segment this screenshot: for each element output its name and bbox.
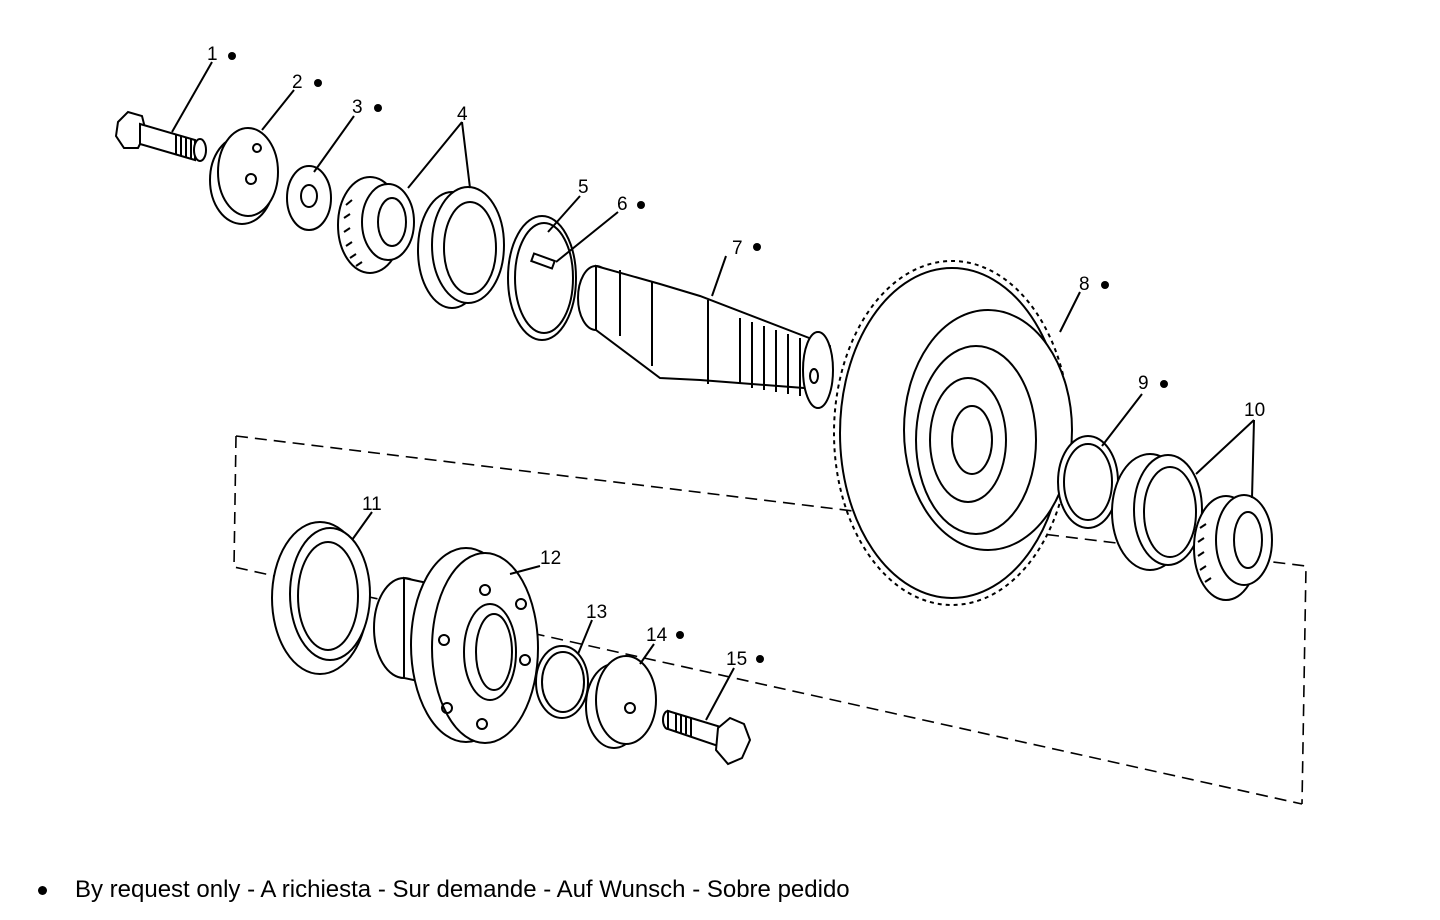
request-dot-9	[1160, 380, 1168, 388]
label-6: 6	[617, 194, 628, 215]
label-13: 13	[586, 602, 607, 623]
leader-lines	[171, 61, 1255, 721]
request-dot-14	[676, 631, 684, 639]
part-labels: 1 2 3 4 5 6 7 8 9 10 11 12 13 14 15	[207, 44, 1265, 670]
label-1: 1	[207, 44, 218, 65]
part-bearing-10	[1111, 453, 1273, 601]
legend-dot-icon	[38, 885, 47, 895]
part-key-6	[530, 252, 556, 270]
label-9: 9	[1138, 373, 1149, 394]
label-5: 5	[578, 177, 589, 198]
part-bearing-4	[337, 176, 505, 309]
part-bolt-1	[114, 110, 207, 162]
part-oring-13	[535, 645, 589, 719]
label-12: 12	[540, 548, 561, 569]
label-2: 2	[292, 72, 303, 93]
legend-footer: By request only - A richiesta - Sur dema…	[38, 876, 850, 904]
part-washer-14	[585, 655, 657, 749]
label-8: 8	[1079, 274, 1090, 295]
label-10: 10	[1244, 400, 1265, 421]
request-dot-15	[756, 655, 764, 663]
part-seal-11	[271, 521, 371, 675]
part-shim-9	[1057, 435, 1119, 529]
request-dot-1	[228, 52, 236, 60]
part-flange-12	[373, 547, 539, 744]
legend-text: By request only - A richiesta - Sur dema…	[75, 876, 850, 903]
part-gear-8	[833, 260, 1073, 606]
part-washer-3	[286, 165, 332, 231]
label-11: 11	[362, 494, 382, 515]
request-dot-2	[314, 79, 322, 87]
label-7: 7	[732, 238, 743, 259]
request-dot-3	[374, 104, 382, 112]
label-15: 15	[726, 649, 747, 670]
part-shaft-7	[577, 264, 834, 409]
request-dot-7	[753, 243, 761, 251]
label-4: 4	[457, 104, 468, 125]
label-3: 3	[352, 97, 363, 118]
part-washer-2	[209, 127, 279, 225]
request-dot-8	[1101, 281, 1109, 289]
request-dot-6	[637, 201, 645, 209]
dashed-boundary	[233, 435, 1307, 805]
part-bolt-15	[662, 709, 752, 766]
label-14: 14	[646, 625, 668, 646]
part-snap-ring-5	[507, 215, 577, 341]
